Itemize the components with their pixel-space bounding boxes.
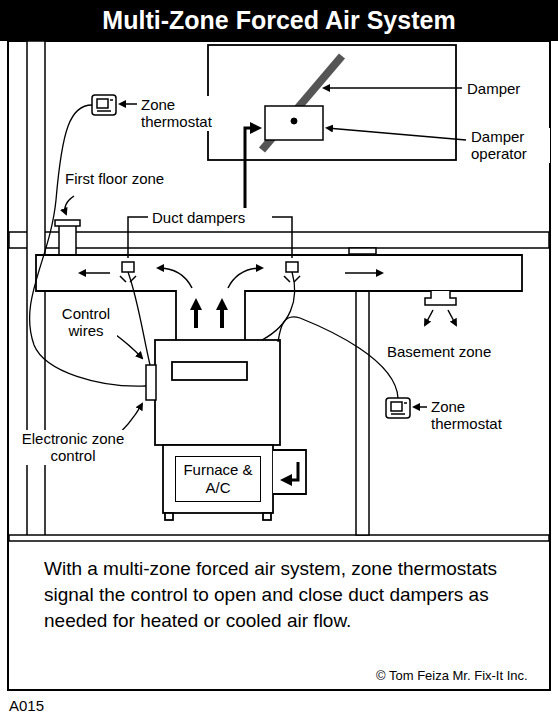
return-duct-part [284, 462, 298, 480]
air-flow-arrows [80, 268, 382, 328]
zone-label: Basement zone [386, 343, 492, 360]
leader-line-part [120, 103, 137, 105]
furnace-part [155, 340, 280, 445]
electronic-zone-control [146, 365, 156, 400]
part-label: Damper operator [470, 128, 550, 163]
damper-detail-part [291, 118, 297, 124]
title-bar-part [0, 0, 558, 41]
floor-joist [9, 232, 549, 248]
frame [8, 41, 550, 690]
furnace-part [263, 513, 271, 520]
part-label: Damper [466, 80, 521, 97]
thermostat-icon-part [386, 398, 410, 418]
frame-part [8, 41, 550, 690]
air-flow-arrows-part [345, 272, 382, 274]
support-column-part [356, 254, 369, 535]
floor-joist-part [9, 232, 549, 248]
figure-number: A015 [8, 697, 45, 714]
part-label: Duct dampers [151, 209, 246, 226]
control-wire-part [278, 317, 398, 398]
basement-floor [9, 535, 549, 541]
basement-floor-part [9, 535, 549, 541]
part-label: Control wires [55, 305, 117, 340]
duct-damper-part [284, 276, 290, 282]
duct-part [36, 255, 522, 341]
duct-damper-part [286, 262, 298, 272]
leader-line-part [128, 217, 148, 258]
control-wire-part [128, 272, 150, 365]
thermostat-icon-part [404, 402, 407, 404]
air-flow-arrows-part [220, 302, 224, 328]
furnace [155, 340, 280, 520]
air-flow-arrows-part [194, 302, 198, 328]
thermostat-icon-part [97, 99, 108, 108]
air-flow-arrows-part [80, 272, 110, 274]
furnace-part [172, 362, 247, 380]
zone-label: First floor zone [64, 170, 165, 187]
leader-line-part [272, 217, 292, 258]
furnace-part [163, 445, 273, 513]
duct-damper [120, 262, 300, 282]
damper-detail-part [262, 56, 342, 150]
basement-register [425, 291, 456, 325]
control-wire-part [262, 272, 295, 340]
return-duct-part [273, 450, 306, 494]
electronic-zone-control-part [146, 365, 156, 400]
caption: With a multi-zone forced air system, zon… [44, 556, 516, 635]
box-label: Furnace & A/C [182, 461, 254, 497]
leader-line-part [327, 128, 466, 140]
copyright: © Tom Feiza Mr. Fix-It Inc. [375, 669, 529, 684]
thermostat-icon-part [110, 99, 113, 101]
support-column-part [349, 248, 376, 254]
leader-line-part [324, 87, 462, 89]
duct [36, 255, 522, 341]
first-floor-register [55, 220, 80, 256]
damper-detail-part [265, 106, 323, 140]
leader-line-part [65, 196, 74, 214]
leader-line [65, 88, 466, 440]
thermostat-icon-part [391, 402, 402, 411]
leader-line-part [245, 128, 258, 208]
basement-register-part [425, 291, 456, 305]
title-bar [0, 0, 558, 41]
thermostat-icon-part [92, 95, 116, 115]
furnace-section-box: Furnace & A/C [175, 456, 261, 502]
return-duct [273, 450, 306, 494]
air-flow-arrows-part [158, 268, 192, 288]
furnace-part [165, 513, 173, 520]
thermostat-icon-part [97, 110, 111, 112]
title: Multi-Zone Forced Air System [0, 6, 558, 35]
thermostat-icon-part [391, 413, 405, 415]
duct-damper-part [120, 276, 126, 282]
first-floor-register-part [59, 224, 76, 256]
part-label: Electronic zone control [20, 430, 126, 465]
duct-damper-part [122, 262, 134, 272]
basement-register-part [425, 310, 433, 325]
air-flow-arrows-part [228, 268, 262, 288]
part-label: Zone thermostat [430, 398, 512, 433]
basement-register-part [448, 310, 456, 325]
part-label: Zone thermostat [140, 96, 222, 131]
duct-damper-part [294, 276, 300, 282]
leader-line-part [414, 406, 427, 408]
first-floor-register-part [55, 220, 80, 226]
